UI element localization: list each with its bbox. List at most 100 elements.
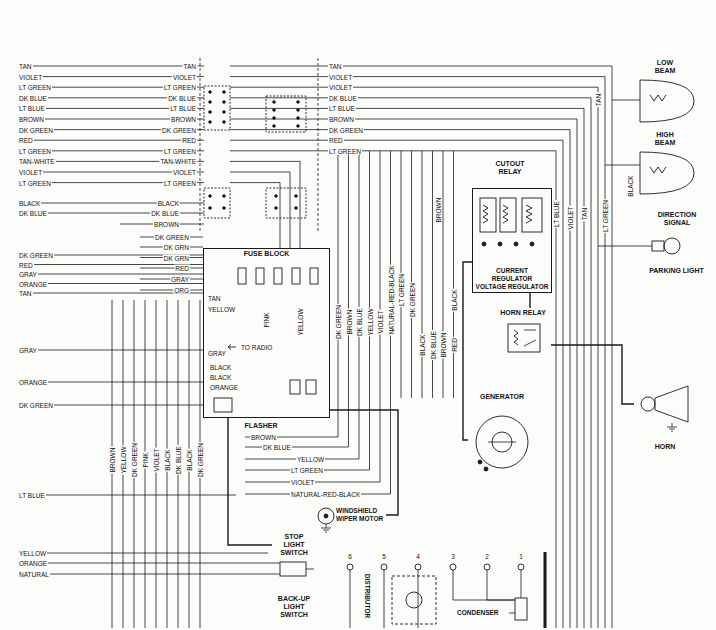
wire-color-label: BLACK [186, 448, 193, 471]
wire [612, 66, 613, 628]
wire [453, 600, 515, 601]
wire-connector [529, 293, 530, 308]
switch-plunger [306, 569, 314, 570]
connector-pin [297, 101, 300, 104]
wire [411, 151, 412, 398]
connector-pin [223, 111, 226, 114]
wire-color-label: VIOLET [328, 84, 353, 91]
wire-color-label: ORANGE [18, 280, 48, 287]
regulator-box: CURRENT REGULATORVOLTAGE REGULATOR [472, 188, 552, 293]
fuse [274, 268, 282, 284]
generator-housing [476, 416, 528, 468]
wire [20, 350, 203, 351]
wire [384, 570, 385, 628]
connector-pin [273, 109, 276, 112]
wire [577, 119, 578, 628]
wire-color-label: YELLOW [296, 456, 325, 463]
wire-color-label: NATURAL [18, 571, 50, 578]
wire [453, 151, 454, 398]
wire-color-label: DK BLUE [356, 307, 363, 337]
component-label: BACK-UP LIGHT SWITCH [274, 595, 314, 619]
wire-color-label: RED [450, 337, 457, 353]
wire-color-label: TAN-WHITE [159, 158, 197, 165]
coil-lead [544, 552, 547, 628]
terminal-number: 4 [415, 553, 421, 560]
wire-color-label: TAN [581, 207, 588, 222]
wire-color-label: LT GREEN [163, 179, 197, 186]
connector-pin [223, 91, 226, 94]
wire-color-label: DK BLUE [175, 445, 182, 475]
switch-label: STOP LIGHT SWITCH [272, 532, 316, 558]
ground-symbol [671, 431, 673, 432]
wire [487, 570, 488, 600]
connector-pin [209, 111, 212, 114]
wire-color-label: DK GRN [163, 254, 190, 261]
connector-pin [209, 207, 212, 210]
connector-pin [297, 117, 300, 120]
generator-brush [488, 442, 516, 443]
wire [432, 151, 433, 398]
distributor-label: DISTRIBUTOR [362, 568, 372, 624]
condenser-label: CONDENSER [455, 608, 507, 618]
wire-connector [551, 345, 634, 404]
connector-pin [209, 121, 212, 124]
ground-symbol [669, 429, 675, 430]
wire [487, 600, 515, 601]
regulator-terminal [514, 242, 518, 246]
flasher-label: FLASHER [238, 420, 284, 431]
distributor-housing [392, 576, 436, 624]
component-label: VOLTAGE REGULATOR [476, 283, 549, 291]
wire [422, 151, 423, 398]
terminal-post [518, 564, 524, 570]
connector-pin [209, 101, 212, 104]
wire-color-label: DK GREEN [335, 304, 342, 340]
leader-line [509, 613, 515, 614]
ground-symbol [667, 427, 677, 428]
wire [140, 268, 203, 269]
wire-color-label: GRAY [18, 271, 38, 278]
connector-pin [223, 207, 226, 210]
wire-color-label: RED [181, 137, 197, 144]
wire-connector [463, 262, 472, 440]
wire-color-label: VIOLET [18, 169, 43, 176]
wire-color-label: BROWN [440, 332, 447, 359]
low-beam-lamp [640, 80, 694, 122]
horn-body [641, 397, 655, 411]
wire [20, 574, 280, 575]
flasher-unit [214, 398, 232, 412]
wire-color-label: TAN [18, 290, 33, 297]
wire-color-label: BLACK [157, 200, 180, 207]
connector-pin [209, 91, 212, 94]
component-label: DIRECTION SIGNAL [648, 211, 706, 227]
terminal-post [450, 564, 456, 570]
component-label: CUTOUT RELAY [492, 160, 528, 176]
terminal-post [347, 564, 353, 570]
wire [20, 563, 280, 564]
terminal-number: 6 [347, 553, 353, 560]
wire [140, 290, 203, 291]
wire-color-label: RED [174, 265, 190, 272]
wire-color-label: BLACK [627, 174, 634, 197]
wire [453, 570, 454, 600]
lamp-label: DIRECTION SIGNAL [646, 210, 708, 228]
wire-color-label: LT BLUE [18, 492, 46, 499]
connector-pin [209, 195, 212, 198]
component-label: HORN RELAY [500, 309, 546, 317]
wire [290, 172, 291, 248]
wire [350, 570, 351, 628]
coil-winding [483, 205, 488, 223]
wire-color-label: DK BLUE [167, 94, 197, 101]
wire [20, 274, 203, 275]
wire-color-label: RED [18, 261, 34, 268]
wire-color-label: TAN-WHITE [18, 158, 56, 165]
wire-color-label: DK BLUE [429, 330, 436, 360]
regulator-terminal [530, 242, 534, 246]
wire-color-label: BROWN [109, 447, 116, 474]
regulator-coil [500, 198, 516, 232]
wire-color-label: TAN [18, 63, 33, 70]
wire-color-label: DK GREEN [18, 126, 54, 133]
wire [584, 108, 585, 628]
wiper-motor-symbol [318, 508, 334, 524]
wire [230, 97, 591, 98]
connector-block [204, 188, 230, 218]
